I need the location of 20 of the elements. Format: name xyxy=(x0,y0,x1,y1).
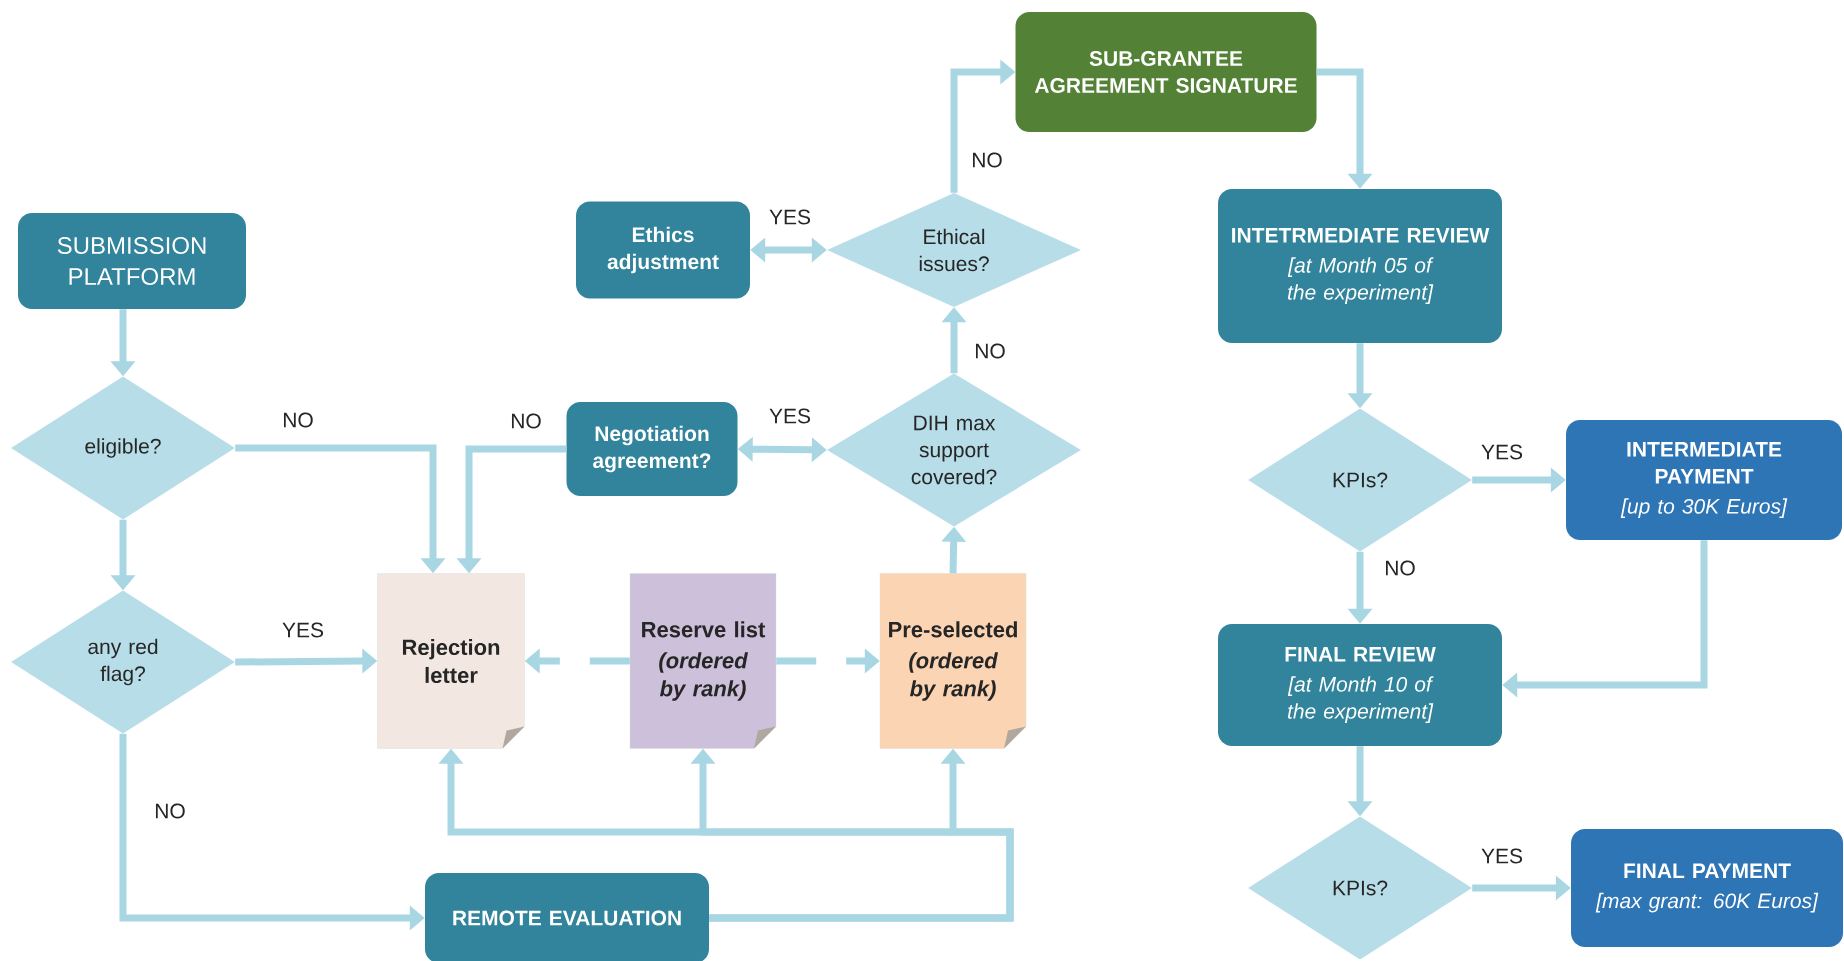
payment-box: FINAL PAYMENT [max grant: 60K Euros] xyxy=(1571,829,1843,947)
payment-box: INTERMEDIATE PAYMENT [up to 30K Euros] xyxy=(1566,420,1842,540)
edge-label: YES xyxy=(280,620,326,640)
edge-label: NO xyxy=(508,411,544,431)
edge-label: NO xyxy=(280,410,316,430)
edge-label: NO xyxy=(972,341,1008,361)
process-box: Negotiation agreement? xyxy=(566,402,738,496)
edge-label: NO xyxy=(152,801,188,821)
process-box: FINAL REVIEW [at Month 10 of the experiment] xyxy=(1218,624,1502,746)
edge-label: NO xyxy=(1382,558,1418,578)
process-box: REMOTE EVALUATION xyxy=(425,873,709,961)
edge-label: YES xyxy=(767,406,813,426)
edge-label: YES xyxy=(1479,846,1526,866)
process-box: SUBMISSION PLATFORM xyxy=(18,213,246,309)
process-box: INTETRMEDIATE REVIEW [at Month 05 of the experiment] xyxy=(1218,189,1502,343)
process-box: SUB-GRANTEE AGREEMENT SIGNATURE xyxy=(1015,12,1317,132)
process-box: Ethics adjustment xyxy=(576,201,750,299)
edge-label: YES xyxy=(1479,442,1526,462)
edge-label: NO xyxy=(969,150,1005,170)
edge-label: YES xyxy=(767,207,813,227)
